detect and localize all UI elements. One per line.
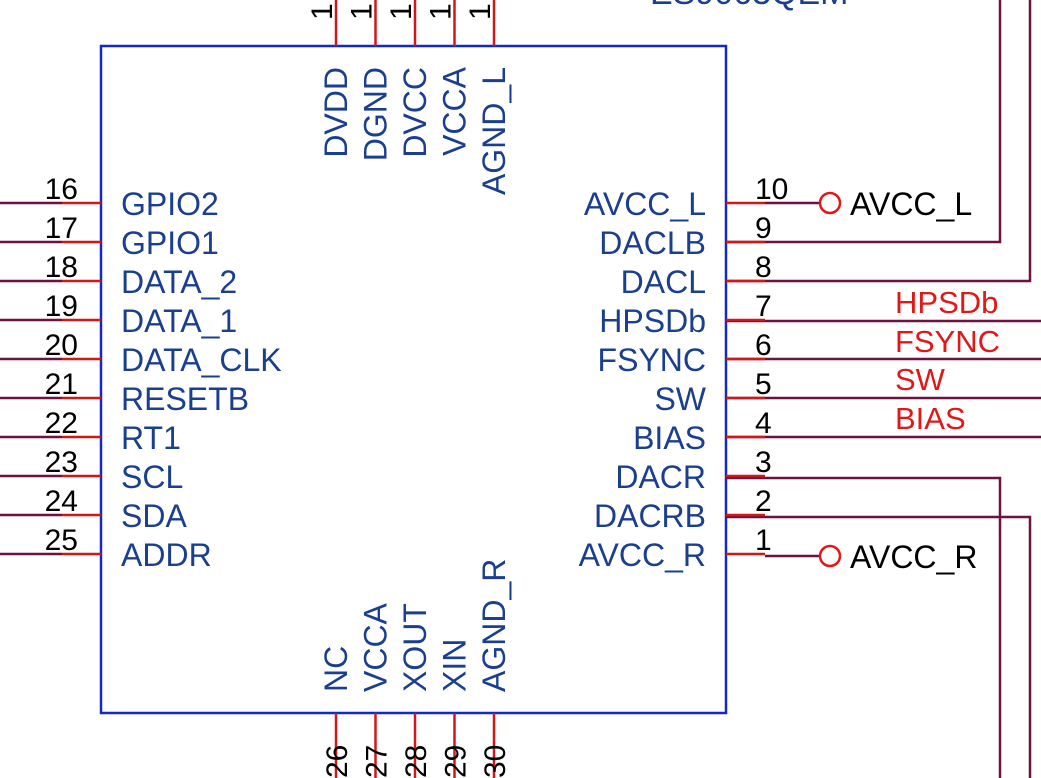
chip-body	[99, 44, 728, 715]
pin-number-27: 27	[361, 745, 394, 778]
pin-number-5: 5	[755, 368, 772, 401]
net-label-hpsdb: HPSDb	[895, 285, 998, 320]
power-port-avcc-r-label: AVCC_R	[850, 539, 977, 575]
pin-number-8: 8	[755, 251, 772, 284]
power-port-avcc-l-symbol	[818, 191, 842, 215]
wire-daclb-rail	[726, 0, 1002, 244]
net-label-sw: SW	[895, 362, 946, 397]
pin-label-top-agnd-l: AGND_L	[476, 67, 512, 195]
pin-label-top-dvdd: DVDD	[318, 67, 354, 158]
pin-label-addr: ADDR	[121, 537, 212, 573]
pin-number-16: 16	[45, 173, 78, 206]
pin-number-10: 10	[755, 173, 788, 206]
net-label-fsync: FSYNC	[895, 324, 1000, 359]
pin-number-top-dvdd: 1	[306, 3, 339, 20]
pin-label-bottom-vcca: VCCA	[358, 602, 394, 692]
pin-label-avcc-l: AVCC_L	[584, 186, 706, 222]
pin-label-dacl: DACL	[621, 264, 706, 300]
pin-label-bottom-nc: NC	[318, 646, 354, 692]
pin-label-resetb: RESETB	[121, 381, 249, 417]
pin-label-fsync: FSYNC	[598, 342, 706, 378]
pin-label-bottom-agnd-r: AGND_R	[476, 559, 512, 692]
pin-number-29: 29	[440, 745, 473, 778]
pin-label-sw: SW	[654, 381, 706, 417]
pin-label-bottom-xin: XIN	[437, 639, 473, 692]
pin-label-rt1: RT1	[121, 420, 181, 456]
pin-label-data-clk: DATA_CLK	[121, 342, 282, 378]
pin-number-3: 3	[755, 446, 772, 479]
wire-dacr-rail	[726, 476, 1002, 778]
pin-number-top-dvcc: 1	[385, 3, 418, 20]
pin-label-top-vcca: VCCA	[437, 66, 473, 156]
wires-group	[726, 0, 1041, 778]
pin-number-25: 25	[45, 524, 78, 557]
pin-number-23: 23	[45, 446, 78, 479]
pin-number-top-vcca: 1	[425, 3, 458, 20]
pin-label-bias: BIAS	[633, 420, 706, 456]
pin-number-18: 18	[45, 251, 78, 284]
pin-number-2: 2	[755, 485, 772, 518]
pin-label-gpio2: GPIO2	[121, 186, 219, 222]
pin-number-22: 22	[45, 407, 78, 440]
pin-number-21: 21	[45, 368, 78, 401]
pin-label-data-1: DATA_1	[121, 303, 237, 339]
pin-label-avcc-r: AVCC_R	[579, 537, 706, 573]
pin-label-data-2: DATA_2	[121, 264, 237, 300]
pin-number-17: 17	[45, 212, 78, 245]
pin-number-1: 1	[755, 524, 772, 557]
pin-number-30: 30	[479, 745, 512, 778]
pin-label-top-dgnd: DGND	[358, 67, 394, 161]
bottom-pins-group: 26 NC 27 VCCA 28 XOUT 29 XIN 30 AGND_R	[318, 559, 512, 778]
pin-number-24: 24	[45, 485, 78, 518]
pin-label-top-dvcc: DVCC	[397, 67, 433, 158]
pin-label-scl: SCL	[121, 459, 183, 495]
pin-number-7: 7	[755, 290, 772, 323]
pin-label-gpio1: GPIO1	[121, 225, 219, 261]
pin-number-20: 20	[45, 329, 78, 362]
power-port-avcc-l-label: AVCC_L	[850, 186, 972, 222]
wire-dacrb-rail	[726, 515, 1032, 778]
net-label-bias: BIAS	[895, 401, 966, 436]
pin-number-4: 4	[755, 407, 772, 440]
pin-number-28: 28	[400, 745, 433, 778]
pin-number-top-dgnd: 1	[346, 3, 379, 20]
left-pins-group: 16 GPIO2 17 GPIO1 18 DATA_2 19 DATA_1 20 DATA_CLK…	[0, 173, 282, 573]
pin-label-hpsdb: HPSDb	[599, 303, 706, 339]
pin-label-dacrb: DACRB	[594, 498, 706, 534]
wire-dacl-rail	[726, 0, 1032, 283]
part-number-label: ES9063QEM	[650, 0, 848, 12]
power-port-avcc-r-symbol	[818, 544, 842, 568]
pin-number-19: 19	[45, 290, 78, 323]
pin-label-dacr: DACR	[615, 459, 706, 495]
pin-label-bottom-xout: XOUT	[397, 603, 433, 692]
pin-label-daclb: DACLB	[599, 225, 706, 261]
pin-number-9: 9	[755, 212, 772, 245]
right-pins-group: 10 AVCC_L 9 DACLB 8 DACL 7 HPSDb 6 FSYNC 5 SW 4 BIAS 3…	[579, 173, 789, 573]
pin-label-sda: SDA	[121, 498, 187, 534]
pin-number-6: 6	[755, 329, 772, 362]
pin-number-26: 26	[321, 745, 354, 778]
pin-number-top-agnd-l: 1	[464, 3, 497, 20]
